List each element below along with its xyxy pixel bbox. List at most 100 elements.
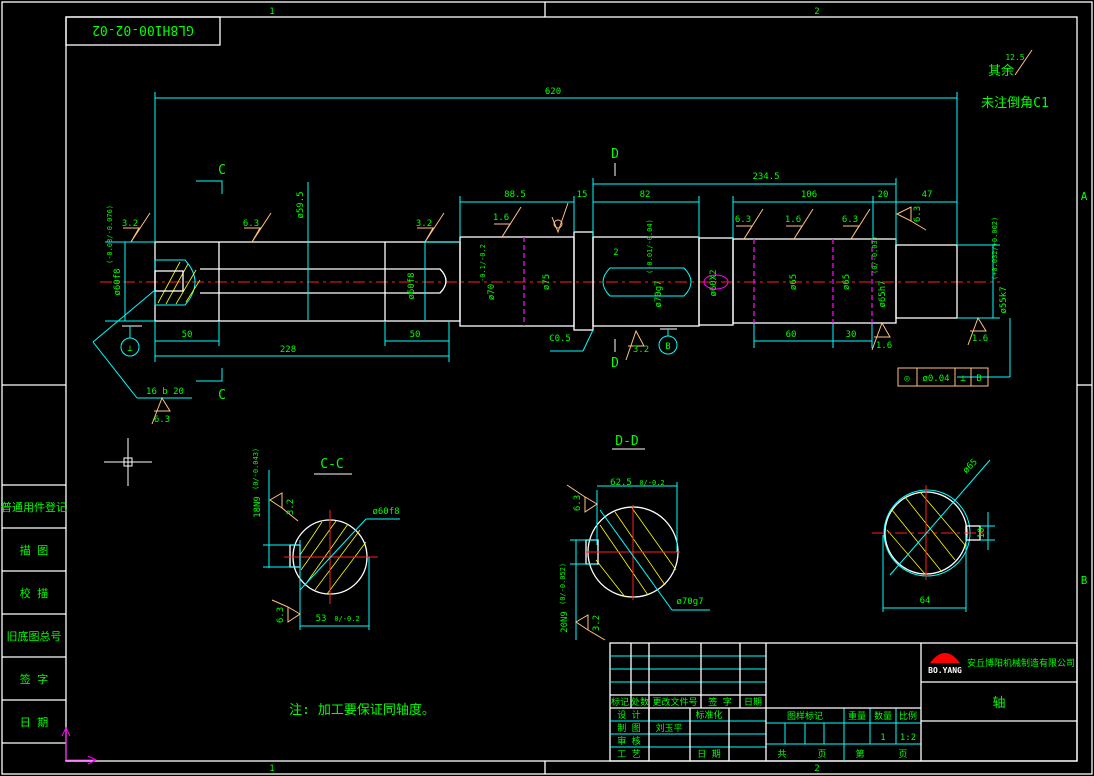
roughness-value: 6.3 — [276, 607, 286, 623]
dim-text: 53 — [316, 614, 327, 624]
roughness-value: 6.3 — [573, 495, 583, 511]
coaxiality-note: 注: 加工要保证同轴度。 — [289, 702, 435, 718]
dim-text: ø65 — [842, 274, 852, 290]
dim-text: 2 — [613, 248, 618, 258]
keyway-slot — [602, 267, 692, 297]
dim-text: ø70 — [487, 284, 497, 300]
dim-text: 20 — [878, 190, 889, 200]
quantity-value: 1 — [880, 733, 885, 743]
dim-text: ø60X2 — [709, 269, 719, 296]
tolerance-datum: B — [976, 374, 981, 384]
dim-text: (0/-0.03) — [871, 236, 879, 274]
dim-text: (0/-0.052) — [559, 563, 567, 605]
coaxiality-icon: ◎ — [904, 374, 910, 384]
dim-text: 15 — [577, 190, 588, 200]
dim-text: -0.1/-0.2 — [479, 244, 487, 282]
section-right: ø65 64 10 — [872, 457, 995, 612]
part-name: 轴 — [992, 696, 1005, 711]
title-block-label: 标准化 — [695, 709, 722, 721]
roughness-value: 6.3 — [154, 415, 170, 425]
section-mark-d: D — [611, 147, 619, 162]
title-block-label: 工 艺 — [617, 749, 640, 760]
dim-text: 30 — [846, 330, 857, 340]
title-block-label: 日 期 — [697, 749, 720, 760]
dim-text: C0.5 — [549, 334, 571, 344]
title-block-label: 数量 — [874, 710, 892, 722]
tolerance-value: ø0.04 — [922, 374, 949, 384]
dim-text: ø60f8 — [372, 507, 399, 517]
datum-label: B — [665, 342, 670, 352]
zone-label: 1 — [269, 764, 274, 774]
left-column-label: 普通用件登记 — [1, 500, 67, 514]
tolerance-frame: ◎ ø0.04 ⊥ B — [897, 367, 989, 387]
zone-label: 2 — [814, 764, 819, 774]
vertical-dimension-texts: ø59.5 ø60f8 (-0.03/-0.076) ø60f8 ø70 -0.… — [106, 191, 1009, 313]
title-block-label: 比例 — [899, 710, 917, 722]
roughness-value: 1.6 — [785, 215, 801, 225]
logo-text: BO.YANG — [928, 666, 962, 675]
tolerance-type: ⊥ — [960, 374, 966, 384]
drawing-number: GL8H100-02-02 — [92, 22, 194, 37]
dim-overall: 620 — [545, 87, 561, 97]
inner-frame — [65, 16, 1078, 762]
dim-text: 50 — [182, 330, 193, 340]
roughness-value: 3.2 — [416, 219, 432, 229]
title-block-label: 处数 — [631, 696, 649, 708]
dim-text: 106 — [801, 190, 817, 200]
dim-text: 64 — [920, 596, 931, 606]
dim-text: ø70g7 — [654, 280, 664, 307]
dim-text: 0/-0.2 — [639, 479, 664, 487]
roughness-value: 1.6 — [876, 341, 892, 351]
dim-text: 62.5 — [610, 478, 632, 488]
datum-left: ⊥ — [120, 325, 142, 357]
dimension-lines — [92, 92, 1011, 399]
zone-label: 1 — [269, 7, 274, 17]
dim-text: (-0.01/-0.04) — [646, 219, 654, 274]
section-mark-d: D — [611, 356, 619, 371]
datum-label: ⊥ — [127, 344, 133, 354]
drafter-name: 刘玉平 — [655, 722, 682, 734]
chamfer-note: 未注倒角C1 — [981, 96, 1049, 111]
roughness-symbols: 3.2 6.3 3.2 1.6 6.3 1.6 6.3 6.3 3.2 1.6 … — [122, 202, 988, 425]
dim-text: 82 — [640, 190, 651, 200]
other-roughness-value: 12.5 — [1005, 53, 1024, 62]
section-mark-c: C — [218, 163, 226, 178]
dim-text: 88.5 — [504, 190, 526, 200]
title-block-label: 设 计 — [617, 709, 640, 721]
zone-label: B — [1081, 574, 1088, 587]
dim-text: 60 — [786, 330, 797, 340]
dim-text: 228 — [280, 345, 296, 355]
roughness-value: 3.2 — [122, 219, 138, 229]
keyway-slot — [200, 268, 447, 294]
roughness-value: 3.2 — [286, 499, 296, 515]
roughness-value: 6.3 — [243, 219, 259, 229]
dim-text: 47 — [922, 190, 933, 200]
left-column-label: 校 描 — [20, 586, 49, 600]
dim-text: (0/-0.043) — [252, 448, 260, 490]
cursor-crosshair — [104, 438, 152, 486]
company-name: 安丘博阳机械制造有限公司 — [967, 657, 1075, 669]
datum-b: B — [658, 328, 678, 355]
title-block-label: 第 — [855, 748, 864, 760]
title-block-label: 页 — [898, 749, 907, 760]
dim-text: ø55k7 — [999, 286, 1009, 313]
dim-text: ø59.5 — [296, 191, 306, 218]
roughness-value: 1.6 — [972, 334, 988, 344]
title-block-label: 更改文件号 — [652, 696, 697, 708]
other-roughness-label: 其余 — [988, 63, 1014, 79]
dim-text: 234.5 — [752, 172, 779, 182]
left-column-label: 描 图 — [20, 543, 49, 557]
dim-text: (+0.032/+0.002) — [991, 217, 999, 280]
section-title: C-C — [320, 457, 343, 472]
roughness-value: 3.2 — [633, 345, 649, 355]
dim-text: ø60f8 — [113, 268, 123, 295]
dim-text: 18N9 — [253, 496, 263, 518]
title-block-label: 标记 — [611, 696, 629, 708]
section-cc: C-C 18N9 (0/-0.043) 53 0/-0.2 ø60f8 3.2 … — [252, 448, 400, 630]
dim-text: ø60f8 — [407, 272, 417, 299]
dim-text: ø65h7 — [878, 280, 888, 307]
roughness-value: 6.3 — [913, 206, 923, 222]
left-column-label: 签 字 — [20, 672, 49, 686]
